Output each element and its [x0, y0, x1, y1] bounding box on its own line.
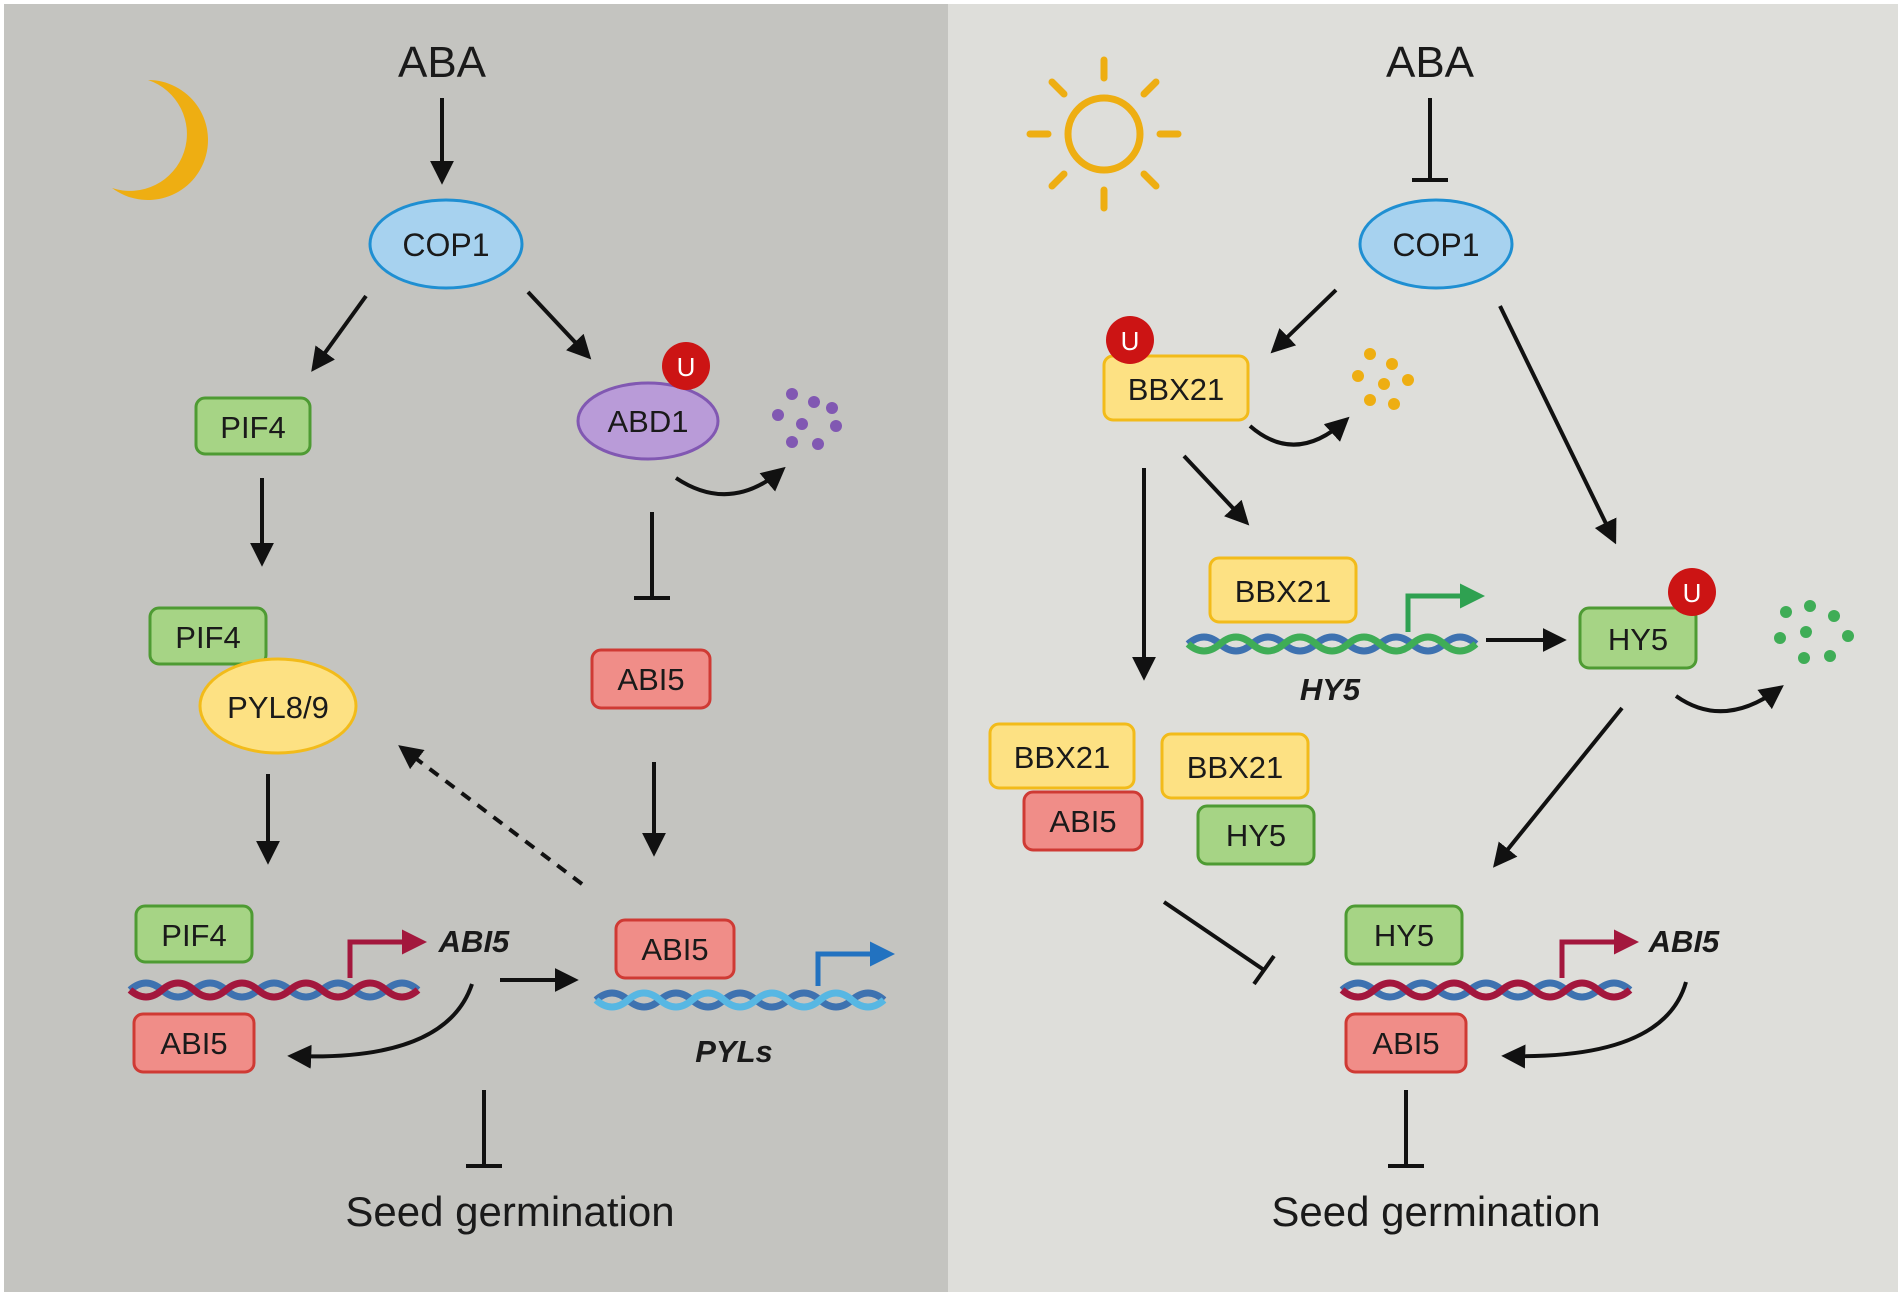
hy5-node: HY5 [1578, 606, 1698, 670]
dashed-arrow-pyls-pyl [398, 745, 584, 886]
degradation-arrow-bbx21 [1248, 416, 1350, 447]
abi5-transcription-arrow-dark [347, 929, 427, 978]
abi5-mid-label: ABI5 [617, 662, 684, 697]
degradation-arrow-hy5 [1674, 685, 1784, 714]
pif4-node-top: PIF4 [194, 396, 312, 456]
ubiquitin-bbx21-label: U [1121, 326, 1140, 356]
feedback-arrow-abi5-light [1501, 981, 1688, 1069]
bbx21-a-label: BBX21 [1014, 740, 1111, 775]
abi5-dna-helix-dark [127, 979, 421, 1001]
abi5-gene-label-light: ABI5 [1648, 924, 1720, 959]
pif4-dna-label: PIF4 [161, 918, 226, 953]
abi5-transcription-arrow-light [1559, 929, 1639, 978]
inhibit-bar-complexes [1252, 954, 1276, 986]
degradation-dots-icon [772, 388, 842, 450]
bbx21-hy5-complex: BBX21 HY5 [1160, 732, 1316, 866]
abi5-bottom-node-light: ABI5 [1344, 1012, 1468, 1074]
sun-icon [1026, 56, 1182, 212]
abd1-node: ABD1 [576, 381, 720, 461]
feedback-arrow-abi5-dark [287, 983, 474, 1069]
hy5-transcription-arrow [1405, 583, 1485, 632]
arrow-cop1-bbx21 [1270, 288, 1338, 354]
cop1-label: COP1 [402, 227, 489, 263]
hy5-label: HY5 [1608, 622, 1668, 657]
arrow-cop1-abd1 [526, 290, 592, 360]
bbx21-b-label: BBX21 [1187, 750, 1284, 785]
pif4-label: PIF4 [220, 410, 285, 445]
pif4-complex-node: PIF4 [148, 606, 268, 666]
pyls-dna-helix [593, 989, 887, 1011]
arrow-cop1-hy5 [1498, 305, 1617, 545]
hy5-dna-node: HY5 [1344, 904, 1464, 966]
moon-icon [112, 80, 208, 200]
aba-label-light: ABA [1386, 38, 1475, 87]
degradation-dots-hy5 [1774, 600, 1854, 664]
pyl89-label: PYL8/9 [227, 690, 329, 725]
abi5-dna-helix-light [1339, 979, 1633, 1001]
abi5-pyls-label: ABI5 [641, 932, 708, 967]
bbx21-dna-node: BBX21 [1208, 556, 1358, 624]
degradation-dots-bbx21 [1352, 348, 1414, 410]
aba-label-dark: ABA [398, 38, 487, 87]
hy5-b-label: HY5 [1226, 818, 1286, 853]
degradation-arrow-abd1 [674, 466, 786, 497]
pif4-dna-node: PIF4 [134, 904, 254, 964]
pif4-complex-label: PIF4 [175, 620, 240, 655]
hy5-dna-label: HY5 [1374, 918, 1434, 953]
bbx21-top-label: BBX21 [1128, 372, 1225, 407]
abi5-node-mid: ABI5 [590, 648, 712, 710]
ubiquitin-hy5-label: U [1683, 578, 1702, 608]
abi5-bottom-light-label: ABI5 [1372, 1026, 1439, 1061]
bbx21-dna-label: BBX21 [1235, 574, 1332, 609]
arrow-bbx21-hy5-gene [1182, 454, 1250, 526]
abi5-pyls-node: ABI5 [614, 918, 736, 980]
hy5-gene-label: HY5 [1300, 672, 1361, 707]
seed-germination-light: Seed germination [1271, 1188, 1600, 1235]
cop1-node-light: COP1 [1358, 198, 1514, 290]
ubiquitin-label: U [677, 352, 696, 382]
abi5-gene-label-dark: ABI5 [438, 924, 510, 959]
bbx21-abi5-complex: BBX21 ABI5 [988, 722, 1144, 852]
pyls-gene-label: PYLs [695, 1034, 773, 1069]
bbx21-node-top: BBX21 [1102, 354, 1250, 422]
arrow-cop1-pif4 [311, 294, 368, 372]
pyl89-node: PYL8/9 [198, 657, 358, 755]
abi5-bottom-node-dark: ABI5 [132, 1012, 256, 1074]
pyls-transcription-arrow [815, 941, 895, 986]
abi5-a-label: ABI5 [1049, 804, 1116, 839]
abd1-label: ABD1 [608, 404, 689, 439]
ubiquitin-icon-hy5: U [1668, 568, 1716, 616]
ubiquitin-icon-bbx21: U [1106, 316, 1154, 364]
inhibit-complexes-abi5 [1162, 900, 1266, 972]
hy5-dna-helix [1185, 633, 1479, 655]
arrow-hy5-abi5-gene [1492, 706, 1624, 868]
ubiquitin-icon: U [662, 342, 710, 390]
cop1-light-label: COP1 [1392, 227, 1479, 263]
abi5-bottom-label: ABI5 [160, 1026, 227, 1061]
cop1-node-dark: COP1 [368, 198, 524, 290]
seed-germination-dark: Seed germination [345, 1188, 674, 1235]
